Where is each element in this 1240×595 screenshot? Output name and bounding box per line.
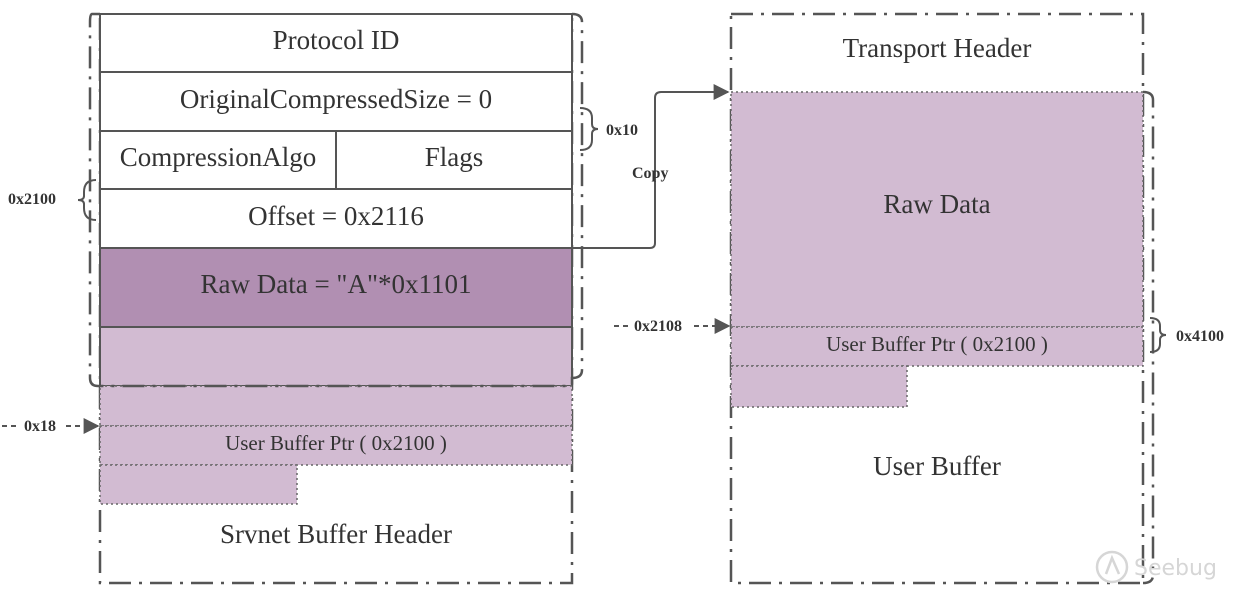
srvnet-buffer-header-label: Srvnet Buffer Header bbox=[220, 519, 452, 549]
raw-data-label: Raw Data = "A"*0x1101 bbox=[201, 269, 472, 299]
size-brace-0x10 bbox=[579, 107, 599, 151]
size-0x4100-label: 0x4100 bbox=[1176, 328, 1224, 345]
right-raw-data-label: Raw Data bbox=[883, 189, 990, 219]
protocol-id-cell bbox=[99, 13, 573, 73]
right-raw-data-cell bbox=[730, 91, 1144, 328]
seebug-logo-icon bbox=[1095, 550, 1129, 584]
copy-arrow bbox=[572, 84, 730, 249]
right-region-bracket bbox=[1142, 90, 1155, 585]
original-compressed-size-label: OriginalCompressedSize = 0 bbox=[180, 84, 492, 114]
compression-algo-label: CompressionAlgo bbox=[120, 142, 317, 172]
raw-data-cell bbox=[99, 247, 573, 328]
size-brace-0x2100 bbox=[77, 179, 97, 221]
right-user-buffer-ptr-label: User Buffer Ptr ( 0x2100 ) bbox=[826, 332, 1048, 356]
transport-header-label: Transport Header bbox=[843, 33, 1032, 63]
protocol-id-label: Protocol ID bbox=[273, 25, 400, 55]
flags-label: Flags bbox=[425, 142, 484, 172]
left-user-buffer-ptr-cell bbox=[99, 425, 573, 466]
left-region-bracket bbox=[88, 12, 584, 388]
copy-label: Copy bbox=[632, 165, 668, 182]
left-overflow-bottom bbox=[99, 464, 298, 505]
offset-cell bbox=[99, 188, 573, 249]
left-pale-filler bbox=[99, 326, 573, 387]
seebug-logo-mark bbox=[1104, 554, 1121, 575]
size-0x10-label: 0x10 bbox=[606, 122, 638, 139]
size-brace-0x4100 bbox=[1149, 317, 1167, 353]
flags-cell bbox=[335, 130, 573, 190]
offset-0x18-label: 0x18 bbox=[24, 418, 56, 435]
seebug-watermark: Seebug bbox=[1095, 550, 1217, 584]
original-compressed-size-cell bbox=[99, 71, 573, 132]
offset-label: Offset = 0x2116 bbox=[248, 201, 424, 231]
left-user-buffer-ptr-label: User Buffer Ptr ( 0x2100 ) bbox=[225, 431, 447, 455]
left-overflow-top bbox=[99, 385, 573, 427]
size-0x2100-label: 0x2100 bbox=[8, 191, 56, 208]
seebug-wordmark: Seebug bbox=[1134, 556, 1217, 581]
offset-0x2108-label: 0x2108 bbox=[634, 318, 682, 335]
right-user-buffer-ptr-cell bbox=[730, 326, 1144, 367]
right-overflow-bottom bbox=[730, 365, 908, 408]
user-buffer-label: User Buffer bbox=[873, 451, 1001, 481]
